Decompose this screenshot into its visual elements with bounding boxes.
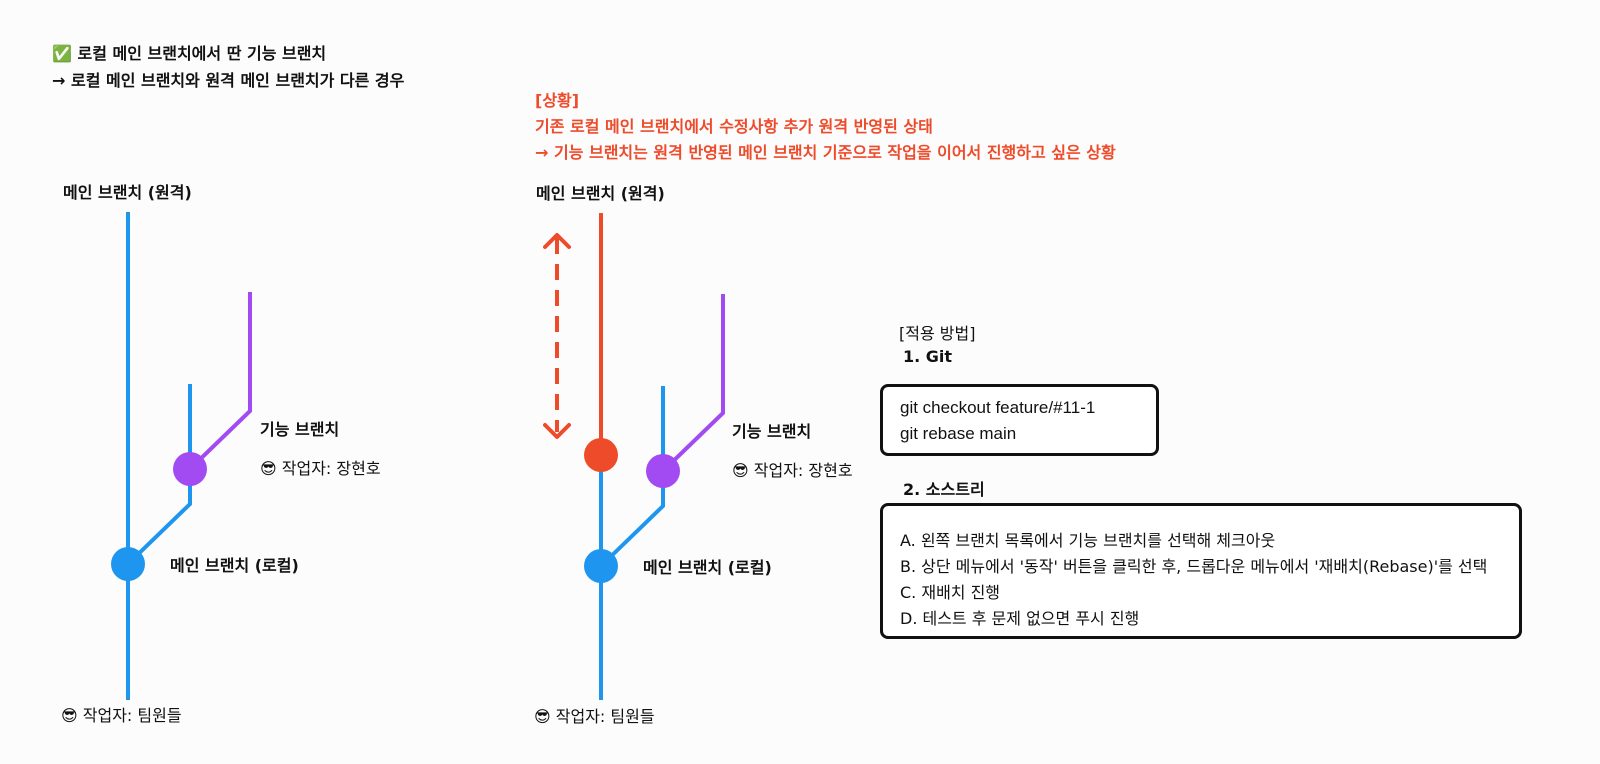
right-remote-commit-node bbox=[584, 438, 618, 472]
sourcetree-section-title: 2. 소스트리 bbox=[903, 480, 985, 499]
double-arrow-icon bbox=[543, 233, 571, 439]
sourcetree-steps-box: A. 왼쪽 브랜치 목록에서 기능 브랜치를 선택해 체크아웃 B. 상단 메뉴… bbox=[880, 503, 1522, 639]
left-feature-branch-label: 기능 브랜치 bbox=[260, 420, 340, 439]
sourcetree-step: C. 재배치 진행 bbox=[900, 583, 1001, 602]
left-local-commit-node bbox=[111, 547, 145, 581]
header-title-text: 로컬 메인 브랜치에서 딴 기능 브랜치 bbox=[77, 44, 327, 63]
git-section-title: 1. Git bbox=[903, 347, 953, 366]
right-local-branch-line bbox=[599, 386, 665, 568]
sourcetree-step: D. 테스트 후 문제 없으면 푸시 진행 bbox=[900, 609, 1140, 628]
header-subtitle: → 로컬 메인 브랜치와 원격 메인 브랜치가 다른 경우 bbox=[52, 71, 405, 90]
check-icon: ✅ bbox=[52, 44, 72, 63]
situation-line-1: 기존 로컬 메인 브랜치에서 수정사항 추가 원격 반영된 상태 bbox=[535, 117, 933, 136]
left-team-author: 😎 작업자: 팀원들 bbox=[61, 706, 182, 725]
right-feature-commit-node bbox=[646, 454, 680, 488]
right-local-commit-node bbox=[584, 549, 618, 583]
git-command-line: git checkout feature/#11-1 bbox=[900, 398, 1096, 417]
left-branch-graph bbox=[111, 212, 252, 700]
right-remote-main-label: 메인 브랜치 (원격) bbox=[536, 184, 665, 203]
left-local-branch-line bbox=[126, 384, 192, 566]
situation-line-2: → 기능 브랜치는 원격 반영된 메인 브랜치 기준으로 작업을 이어서 진행하… bbox=[535, 143, 1116, 162]
right-local-main-label: 메인 브랜치 (로컬) bbox=[643, 558, 772, 577]
git-command-box: git checkout feature/#11-1 git rebase ma… bbox=[880, 384, 1159, 456]
left-feature-author: 😎 작업자: 장현호 bbox=[260, 459, 381, 478]
sourcetree-step: B. 상단 메뉴에서 '동작' 버튼을 클릭한 후, 드롭다운 메뉴에서 '재배… bbox=[900, 557, 1488, 576]
left-feature-branch-line bbox=[188, 292, 252, 471]
right-branch-graph bbox=[543, 213, 725, 700]
sourcetree-step: A. 왼쪽 브랜치 목록에서 기능 브랜치를 선택해 체크아웃 bbox=[900, 531, 1276, 550]
method-heading: [적용 방법] bbox=[899, 324, 976, 343]
git-command-line: git rebase main bbox=[900, 424, 1017, 443]
right-team-author: 😎 작업자: 팀원들 bbox=[534, 707, 655, 726]
header-title: ✅ 로컬 메인 브랜치에서 딴 기능 브랜치 bbox=[52, 40, 326, 64]
left-feature-commit-node bbox=[173, 452, 207, 486]
left-remote-main-label: 메인 브랜치 (원격) bbox=[63, 183, 192, 202]
situation-heading: [상황] bbox=[535, 91, 580, 110]
right-feature-branch-label: 기능 브랜치 bbox=[732, 422, 812, 441]
right-feature-branch-line bbox=[661, 294, 725, 473]
left-local-main-label: 메인 브랜치 (로컬) bbox=[170, 556, 299, 575]
right-feature-author: 😎 작업자: 장현호 bbox=[732, 461, 853, 480]
